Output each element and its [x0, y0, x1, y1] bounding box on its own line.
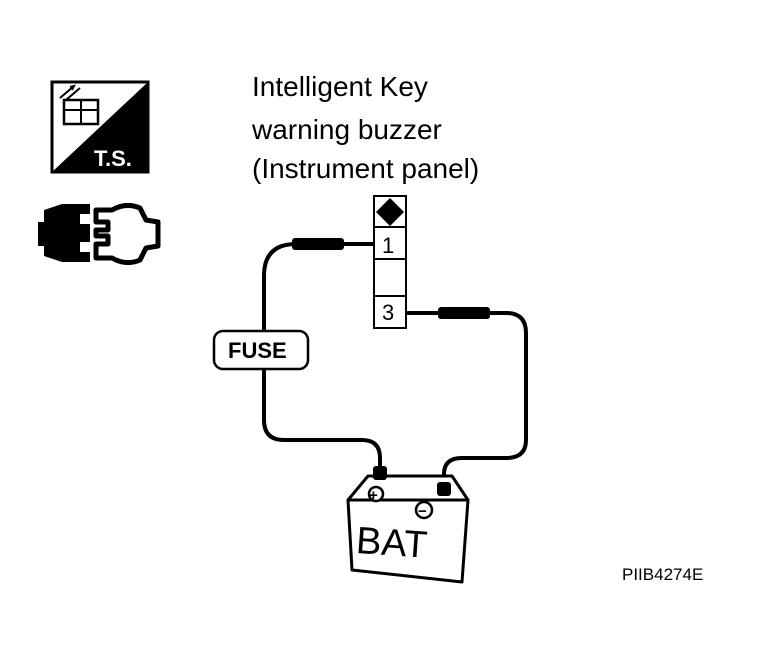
battery-minus-sign: − — [418, 503, 427, 520]
probe-tip-terminal-1 — [292, 238, 344, 250]
terminal-1-label: 1 — [382, 233, 394, 258]
battery: + − BAT — [346, 466, 470, 584]
terminal-3-label: 3 — [382, 300, 394, 325]
connector-diamond-icon — [376, 198, 404, 226]
probe-tip-terminal-3 — [438, 307, 490, 319]
connector-harness-icon — [38, 202, 161, 266]
buzzer-connector: 1 3 — [373, 195, 407, 329]
figure-code: PIIB4274E — [622, 565, 704, 584]
title-line-3: (Instrument panel) — [252, 153, 480, 184]
title-line-2: warning buzzer — [252, 114, 442, 145]
fuse-box: FUSE — [212, 329, 310, 371]
battery-plus-sign: + — [369, 487, 378, 504]
title-line-1: Intelligent Key — [252, 71, 428, 102]
troubleshooting-ts-icon: T.S. — [50, 80, 150, 174]
ts-badge-text: T.S. — [94, 146, 132, 171]
fuse-label: FUSE — [228, 338, 287, 363]
battery-negative-post — [437, 482, 451, 496]
battery-positive-post — [373, 466, 387, 480]
wire-negative — [406, 307, 528, 486]
battery-label: BAT — [355, 520, 429, 567]
wire-positive — [262, 238, 382, 470]
